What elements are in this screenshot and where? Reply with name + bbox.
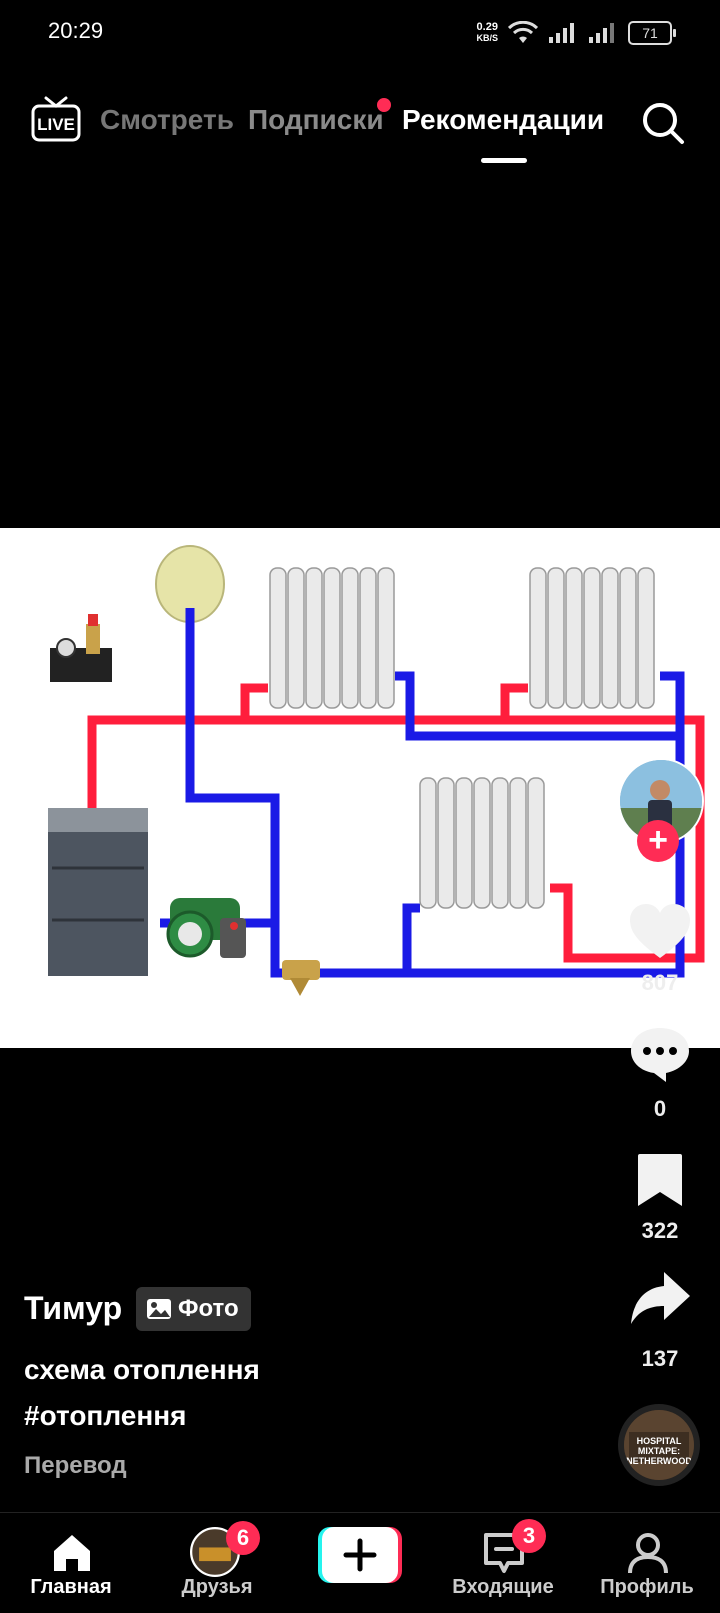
photo-icon (147, 1299, 171, 1319)
network-speed-value: 0.29 (476, 21, 498, 33)
status-indicators: 0.29 KB/S 71 (476, 18, 676, 48)
heart-icon (630, 904, 690, 958)
search-button[interactable] (640, 100, 686, 146)
caption-text: схема отоплення (24, 1354, 260, 1385)
top-navigation: LIVE Смотреть Подписки Рекомендации (0, 92, 720, 163)
post-image-heating-scheme[interactable] (0, 528, 720, 1048)
photo-badge: Фото (136, 1287, 251, 1331)
safety-valve-group (50, 614, 112, 682)
live-button[interactable]: LIVE (30, 96, 82, 142)
tab-watch[interactable]: Смотреть (100, 104, 234, 135)
battery-indicator: 71 (628, 21, 676, 45)
profile-icon (628, 1533, 668, 1574)
album-cover: HOSPITAL MIXTAPE: NETHERWOOD (624, 1410, 694, 1480)
live-tv-icon: LIVE (31, 96, 81, 142)
heating-diagram (48, 545, 705, 996)
nav-profile[interactable]: Профиль (582, 1513, 712, 1613)
share-count: 137 (641, 1346, 679, 1371)
share-button[interactable] (628, 1268, 692, 1328)
nav-friends-label: Друзья (181, 1576, 253, 1598)
save-count: 322 (641, 1218, 679, 1243)
network-speed: 0.29 KB/S (476, 22, 498, 44)
nav-home-label: Главная (30, 1576, 112, 1598)
inbox-badge: 3 (512, 1519, 546, 1553)
radiator-2 (529, 567, 655, 709)
home-icon (54, 1535, 90, 1571)
friends-badge: 6 (226, 1521, 260, 1555)
nav-inbox-label: Входящие (452, 1576, 554, 1598)
bottom-navigation: Главная 6 Друзья 3 Входящие Профиль (0, 1512, 720, 1613)
album-cover-text: HOSPITAL (637, 1436, 682, 1446)
strainer-filter (282, 960, 320, 996)
signal-icon-2 (589, 23, 614, 43)
nav-inbox[interactable]: 3 Входящие (438, 1513, 568, 1613)
photo-badge-label: Фото (178, 1295, 239, 1322)
hot-pipes (87, 683, 705, 963)
follow-button[interactable]: + (637, 820, 679, 862)
active-tab-indicator (481, 158, 527, 163)
network-speed-unit: KB/S (476, 33, 498, 43)
nav-friends[interactable]: 6 Друзья (152, 1513, 282, 1613)
caption-hashtag[interactable]: #отоплення (24, 1400, 187, 1431)
live-label: LIVE (37, 115, 75, 134)
comment-icon (631, 1028, 689, 1082)
music-disc[interactable]: HOSPITAL MIXTAPE: NETHERWOOD (618, 1404, 700, 1486)
signal-icon (549, 23, 574, 43)
like-count: 807 (641, 970, 679, 995)
comment-button[interactable] (628, 1024, 692, 1084)
boiler (48, 808, 148, 976)
radiator-1 (269, 567, 395, 709)
nav-profile-label: Профиль (600, 1576, 694, 1598)
create-post-button[interactable] (318, 1527, 402, 1583)
status-time: 20:29 (48, 18, 104, 43)
author-name[interactable]: Тимур (24, 1290, 123, 1326)
share-arrow-icon (631, 1272, 690, 1324)
nav-home[interactable]: Главная (6, 1513, 136, 1613)
tab-recommendations[interactable]: Рекомендации (402, 104, 605, 135)
svg-text:MIXTAPE:: MIXTAPE: (638, 1446, 680, 1456)
radiator-3 (419, 777, 545, 909)
comment-count: 0 (653, 1096, 667, 1121)
translate-button[interactable]: Перевод (24, 1452, 127, 1479)
tab-subscriptions[interactable]: Подписки (248, 104, 384, 135)
svg-text:NETHERWOOD: NETHERWOOD (626, 1456, 692, 1466)
circulation-pump (166, 898, 246, 958)
bookmark-icon (638, 1154, 682, 1206)
save-button[interactable] (628, 1150, 692, 1210)
search-icon (643, 103, 684, 144)
wifi-icon (508, 21, 538, 43)
like-button[interactable] (628, 902, 692, 962)
subscriptions-notification-dot (377, 98, 391, 112)
